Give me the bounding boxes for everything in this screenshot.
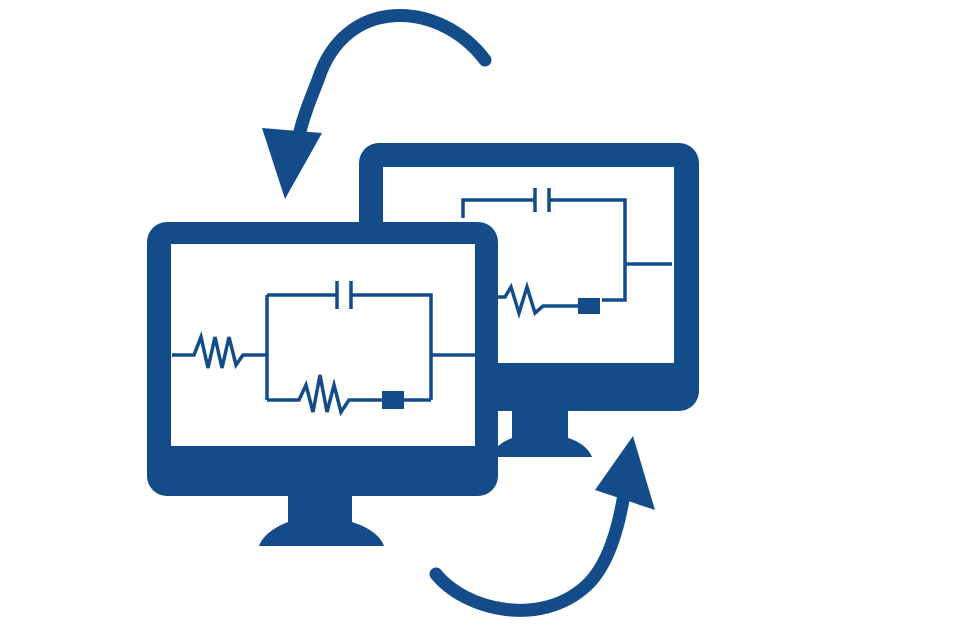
top-arrow-head <box>262 128 322 199</box>
front-monitor <box>147 222 498 546</box>
back-monitor-stand <box>490 408 592 457</box>
front-monitor-circuit <box>172 281 475 417</box>
bottom-arrow-head <box>595 436 655 510</box>
back-monitor-circuit <box>461 188 672 319</box>
back-monitor <box>359 143 699 457</box>
bottom-arrow-shaft <box>429 493 630 617</box>
back-monitor-component <box>578 298 600 314</box>
front-monitor-stand <box>259 492 384 546</box>
top-arrow <box>262 8 492 199</box>
front-monitor-screen <box>171 244 475 446</box>
bottom-arrow <box>429 436 655 617</box>
front-monitor-component <box>382 391 404 409</box>
top-arrow-shaft <box>291 8 492 147</box>
